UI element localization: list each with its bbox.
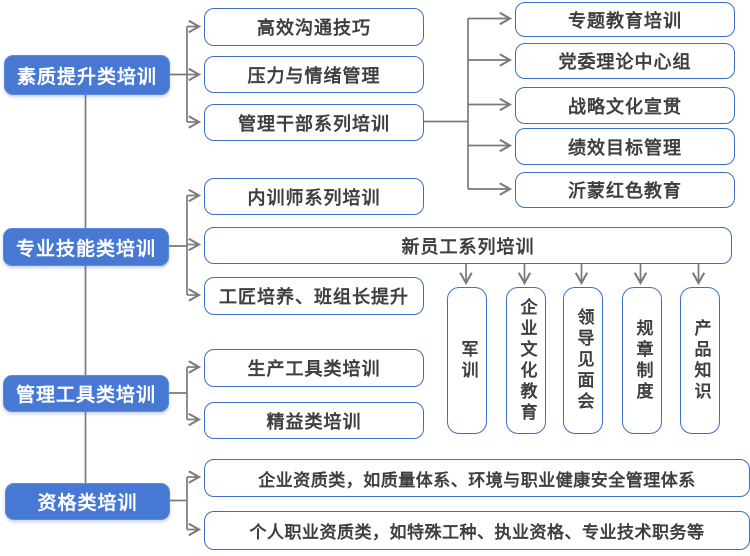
node-management-cadre-training: 管理干部系列培训 — [204, 104, 424, 141]
category-qualification: 资格类培训 — [5, 483, 170, 520]
node-new-employee-training: 新员工系列培训 — [204, 227, 732, 264]
node-leader-meeting-label: 领导见面会 — [573, 308, 594, 413]
node-military-training-label: 军训 — [457, 339, 478, 382]
category-management-tools: 管理工具类培训 — [3, 375, 169, 412]
node-product-knowledge: 产品知识 — [680, 287, 720, 434]
node-corporate-culture-education: 企业文化教育 — [506, 287, 546, 434]
node-leader-meeting: 领导见面会 — [563, 287, 603, 434]
node-personal-qualification: 个人职业资质类，如特殊工种、执业资格、专业技术职务等 — [204, 511, 750, 550]
node-craftsman-teamleader-improvement: 工匠培养、班组长提升 — [204, 277, 424, 315]
node-production-tools-training: 生产工具类培训 — [204, 349, 424, 387]
node-product-knowledge-label: 产品知识 — [690, 318, 711, 403]
node-military-training: 军训 — [447, 287, 487, 434]
node-lean-training: 精益类培训 — [204, 402, 424, 439]
node-enterprise-qualification: 企业资质类，如质量体系、环境与职业健康安全管理体系 — [204, 459, 750, 497]
category-professional-skills: 专业技能类培训 — [3, 228, 169, 266]
node-stress-emotion-management: 压力与情绪管理 — [204, 56, 424, 93]
node-corporate-culture-education-label: 企业文化教育 — [516, 297, 537, 424]
node-rules-regulations-label: 规章制度 — [632, 318, 653, 403]
category-quality-improvement: 素质提升类培训 — [4, 55, 170, 95]
node-rules-regulations: 规章制度 — [622, 287, 662, 434]
node-special-topic-education: 专题教育培训 — [515, 2, 735, 37]
node-yimeng-red-education: 沂蒙红色教育 — [515, 172, 735, 208]
node-internal-trainer-training: 内训师系列培训 — [204, 178, 424, 215]
node-party-committee-theory-group: 党委理论中心组 — [515, 43, 735, 79]
node-performance-goal-management: 绩效目标管理 — [515, 128, 735, 165]
node-strategy-culture-promotion: 战略文化宣贯 — [515, 87, 735, 124]
node-communication-skills: 高效沟通技巧 — [204, 8, 424, 46]
